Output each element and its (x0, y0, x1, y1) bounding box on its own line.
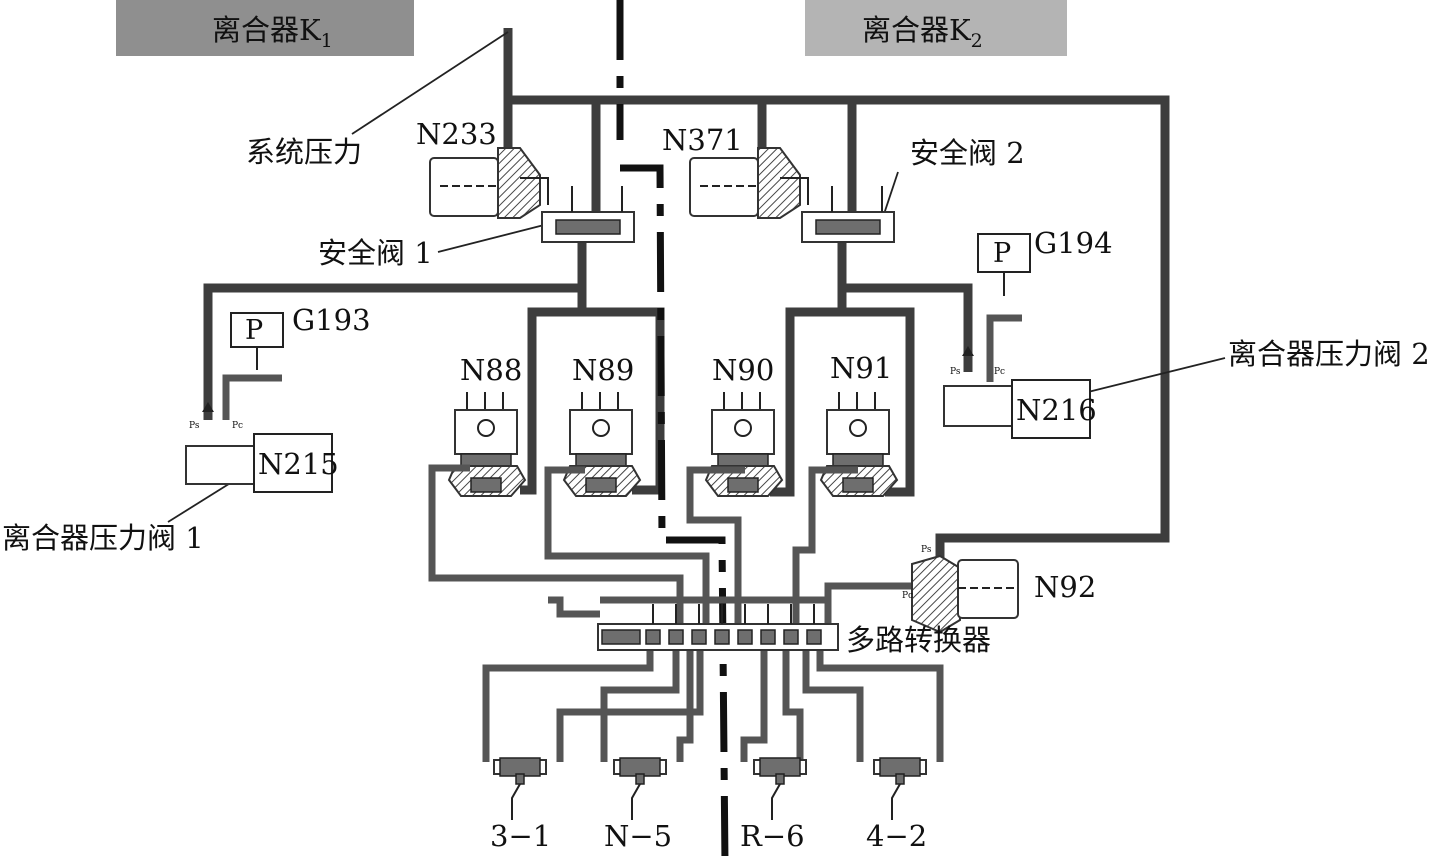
solenoid-n91 (819, 392, 899, 497)
pressure-sensor-g193: P (222, 312, 284, 420)
label-g193: G193 (292, 303, 371, 337)
clutch-k1-header: 离合器K1 (116, 0, 414, 56)
solenoid-n90 (704, 392, 784, 497)
label-g194: G194 (1034, 226, 1113, 260)
label-n89: N89 (572, 353, 634, 387)
label-n233: N233 (416, 117, 497, 151)
label-gear-3-1: 3−1 (490, 819, 551, 853)
safety-valve-2 (801, 186, 895, 243)
shift-solenoid-group (447, 392, 899, 497)
n371-valve (689, 147, 809, 219)
label-clutch-pressure-valve-2: 离合器压力阀 2 (1228, 337, 1430, 371)
label-n371: N371 (662, 123, 743, 157)
label-n216: N216 (1016, 393, 1097, 427)
clutch-pressure-valve-n216: Ps Pc (943, 346, 1091, 439)
label-n90: N90 (712, 353, 774, 387)
label-gear-4-2: 4−2 (866, 819, 927, 853)
label-clutch-pressure-valve-1: 离合器压力阀 1 (2, 521, 204, 555)
clutch-k2-header: 离合器K2 (805, 0, 1067, 56)
gear-actuator-4-2 (873, 757, 927, 820)
label-n215: N215 (258, 447, 339, 481)
svg-text:Pc: Pc (902, 591, 913, 601)
label-safety-valve-1: 安全阀 1 (318, 236, 433, 270)
gear-actuator-group (493, 757, 927, 820)
n92-valve: Ps Pc (902, 545, 1019, 634)
gear-actuator-3-1 (493, 757, 547, 820)
pressure-sensor-g194: P (977, 233, 1031, 382)
control-lines (428, 464, 944, 762)
label-gear-n-5: N−5 (604, 819, 672, 853)
gear-actuator-r-6 (753, 757, 807, 820)
label-n88: N88 (460, 353, 522, 387)
svg-text:离合器K2: 离合器K2 (862, 13, 983, 52)
svg-text:Ps: Ps (950, 367, 961, 377)
solenoid-n88 (447, 392, 527, 497)
system-pressure-lines (203, 28, 1170, 568)
label-n92: N92 (1034, 570, 1096, 604)
label-gear-r-6: R−6 (740, 819, 805, 853)
label-n91: N91 (830, 351, 892, 385)
clutch-pressure-valve-n215: Ps Pc (185, 402, 333, 493)
label-multiplexer: 多路转换器 (846, 623, 991, 657)
svg-text:Ps: Ps (189, 421, 200, 431)
n233-valve (429, 147, 549, 219)
svg-text:P: P (245, 315, 263, 346)
svg-text:Ps: Ps (921, 545, 932, 555)
safety-valve-1 (541, 186, 635, 243)
svg-text:Pc: Pc (232, 421, 243, 431)
center-divider (616, 0, 729, 865)
gear-actuator-n-5 (613, 757, 667, 820)
multiplexer-valve (597, 604, 839, 651)
svg-text:P: P (993, 238, 1011, 269)
solenoid-n89 (562, 392, 642, 497)
svg-text:离合器K1: 离合器K1 (212, 13, 333, 52)
label-safety-valve-2: 安全阀 2 (910, 136, 1025, 170)
svg-text:Pc: Pc (994, 367, 1005, 377)
label-system-pressure: 系统压力 (246, 135, 362, 169)
